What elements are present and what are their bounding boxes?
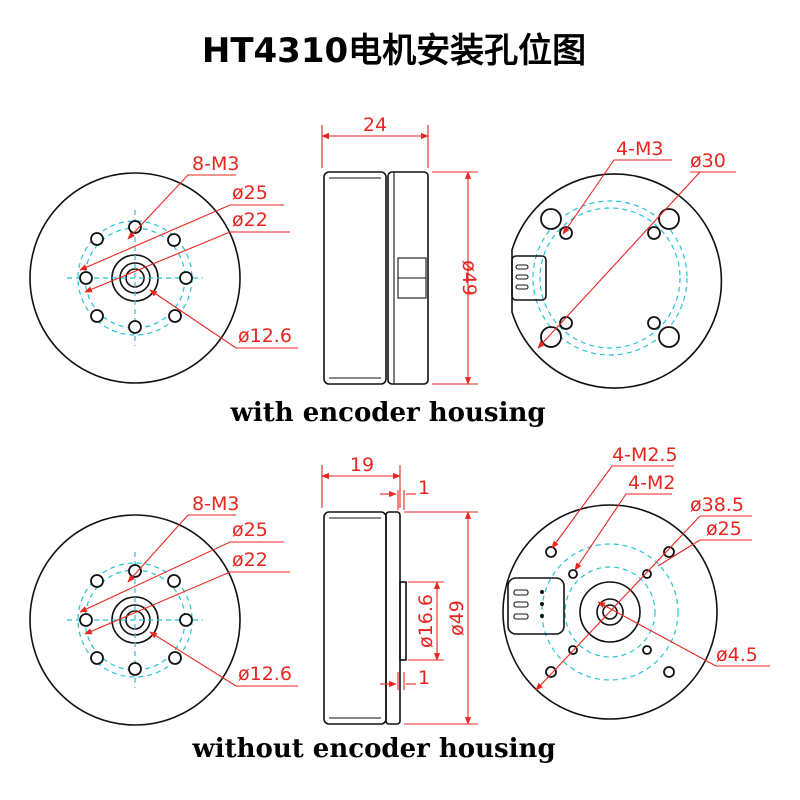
- label-width-19: 19: [350, 454, 374, 476]
- top-side-view: 24 ø49: [321, 114, 480, 385]
- top-back-view: 4-M3 ø30: [511, 138, 736, 389]
- stator-plate: [385, 511, 401, 725]
- top-front-view: 8-M3 ø25 ø22 ø12.6: [29, 153, 298, 384]
- center-boss: [579, 581, 641, 643]
- label-dia-25: ø25: [706, 518, 742, 540]
- label-8-m3: 8-M3: [192, 493, 239, 515]
- mount-holes-8: [79, 564, 193, 676]
- label-dia-12-6: ø12.6: [238, 325, 292, 347]
- bottom-front-view: 8-M3 ø25 ø22 ø12.6: [29, 493, 298, 726]
- housing-outline: [502, 504, 718, 720]
- label-step-top: 1: [418, 477, 430, 499]
- label-dia-22: ø22: [232, 549, 268, 571]
- mount-holes-4-m2-5: [545, 546, 675, 678]
- housing-outline: [511, 173, 723, 389]
- label-step-bottom: 1: [418, 667, 430, 689]
- mount-holes-8: [79, 220, 193, 334]
- motor-outline: [29, 172, 241, 384]
- label-4-m2: 4-M2: [628, 472, 675, 494]
- back-connector: [511, 255, 547, 301]
- mount-holes-4: [540, 208, 680, 348]
- label-width-24: 24: [363, 114, 387, 136]
- caption-with-encoder: with encoder housing: [229, 398, 545, 428]
- label-height-49: ø49: [446, 600, 468, 636]
- label-boss-16-6: ø16.6: [415, 594, 437, 648]
- label-dia-25: ø25: [232, 182, 268, 204]
- label-dia-38-5: ø38.5: [690, 494, 744, 516]
- back-connector: [507, 577, 565, 635]
- encoder-housing: [387, 171, 429, 385]
- bottom-side-view: 19 1 1 ø16.6 ø49: [321, 454, 478, 725]
- label-dia-30: ø30: [690, 150, 726, 172]
- rotor-body: [323, 171, 387, 385]
- motor-outline: [29, 514, 241, 726]
- label-4-m2-5: 4-M2.5: [612, 444, 678, 466]
- label-dia-22: ø22: [232, 209, 268, 231]
- page-title: HT4310电机安装孔位图: [202, 31, 586, 71]
- rotor-body: [323, 511, 387, 725]
- caption-without-encoder: without encoder housing: [191, 734, 555, 764]
- label-height-49: ø49: [458, 260, 480, 296]
- label-dia-4-5: ø4.5: [716, 644, 758, 666]
- boss: [399, 581, 407, 661]
- label-dia-25: ø25: [232, 519, 268, 541]
- label-4-m3: 4-M3: [616, 138, 663, 160]
- bottom-back-view: 4-M2.5 4-M2 ø38.5 ø25 ø4.5: [502, 444, 770, 720]
- label-8-m3: 8-M3: [192, 153, 239, 175]
- label-dia-12-6: ø12.6: [238, 663, 292, 685]
